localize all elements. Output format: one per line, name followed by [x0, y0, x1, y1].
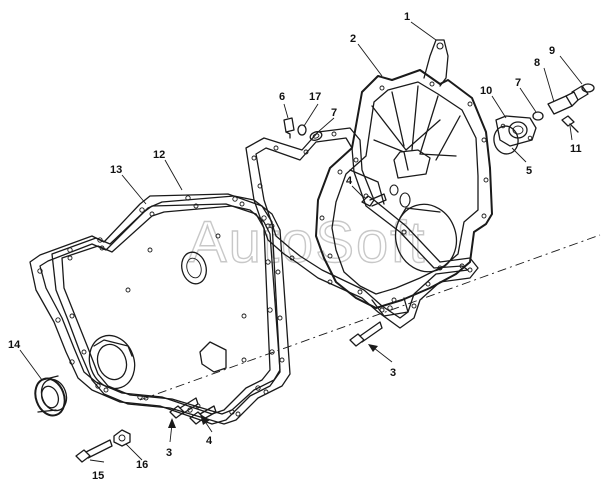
callout-17: 17 [309, 91, 321, 103]
callout-8: 8 [534, 57, 540, 69]
front-crankshaft-seal [34, 375, 68, 417]
callout-3-lower: 3 [166, 447, 172, 459]
leader-lines [19, 21, 583, 381]
cap-screw-long [75, 439, 113, 463]
callout-3-right: 3 [390, 367, 396, 379]
cap-screw-upper [361, 193, 387, 207]
callout-14: 14 [8, 339, 21, 351]
callout-12: 12 [153, 149, 165, 161]
callout-4-lower: 4 [206, 435, 213, 447]
callout-10: 10 [480, 85, 492, 97]
watermark: AutoSoft [188, 210, 426, 275]
callout-9: 9 [549, 45, 555, 57]
callout-4-upper: 4 [346, 175, 353, 187]
cover-plate-assembly [493, 83, 595, 155]
plug-and-washer-set [283, 117, 323, 141]
callout-6: 6 [279, 91, 285, 103]
hex-nut-washer [113, 429, 131, 447]
gear-housing [315, 69, 493, 317]
lift-bracket [423, 39, 449, 87]
callout-1: 1 [404, 11, 410, 23]
callout-11: 11 [570, 143, 582, 155]
callout-15: 15 [92, 470, 104, 482]
callout-5: 5 [526, 165, 532, 177]
callout-labels: 1 2 3 3 4 4 5 6 7 7 8 9 10 11 12 13 14 1… [8, 11, 582, 482]
callout-13: 13 [110, 164, 122, 176]
cap-screw-right [349, 321, 383, 347]
callout-7-left: 7 [331, 107, 337, 119]
callout-7-right: 7 [515, 77, 521, 89]
front-cover [51, 195, 291, 425]
pointer-arrows [89, 344, 393, 463]
callout-2: 2 [350, 33, 356, 45]
center-axis-line [139, 234, 601, 401]
callout-16: 16 [136, 459, 148, 471]
gear-cover-gasket [29, 193, 281, 425]
